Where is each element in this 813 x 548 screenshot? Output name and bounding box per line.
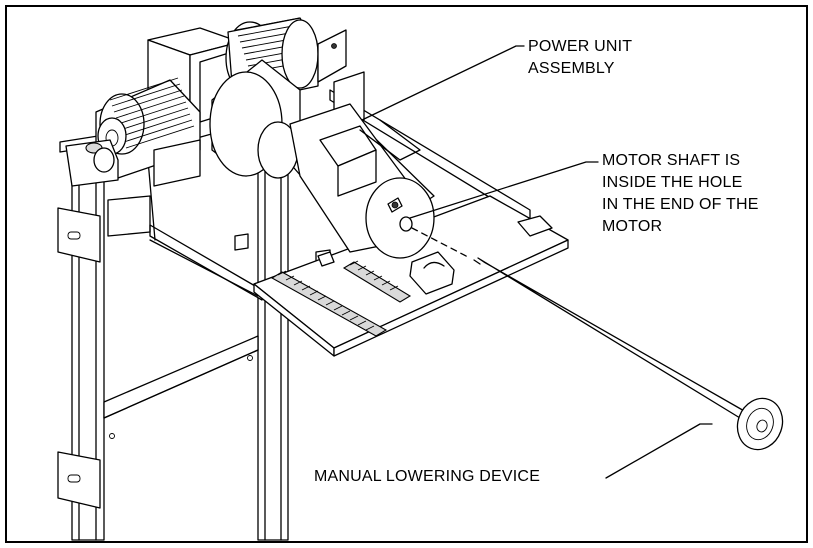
- label-line: MOTOR: [602, 218, 663, 235]
- label-line: IN THE END OF THE: [602, 196, 759, 213]
- label-line: ASSEMBLY: [528, 60, 615, 77]
- frame-posts: [57, 139, 289, 541]
- control-board: [253, 195, 569, 357]
- left-drum: [65, 77, 201, 237]
- label-line: INSIDE THE HOLE: [602, 174, 743, 191]
- label-motor-shaft: MOTOR SHAFT IS INSIDE THE HOLE IN THE EN…: [602, 150, 759, 238]
- label-line: MOTOR SHAFT IS: [602, 152, 741, 169]
- label-line: POWER UNIT: [528, 38, 633, 55]
- motor: [257, 103, 435, 259]
- label-power-unit-assembly: POWER UNIT ASSEMBLY: [528, 36, 632, 80]
- manual-lowering-rod: [411, 227, 784, 451]
- callout-leaders: [361, 45, 713, 479]
- figure-border: [5, 5, 808, 543]
- label-manual-lowering-device: MANUAL LOWERING DEVICE: [314, 468, 541, 485]
